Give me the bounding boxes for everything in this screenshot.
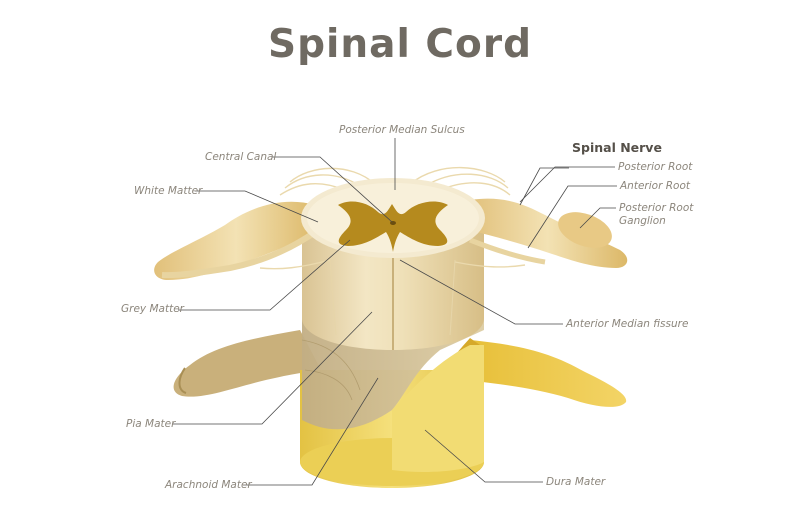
label-anterior-root: Anterior Root — [620, 180, 690, 192]
label-anterior-median-fissure: Anterior Median fissure — [566, 318, 689, 330]
label-pia-mater: Pia Mater — [126, 418, 176, 430]
right-spinal-nerve — [468, 198, 628, 268]
left-spinal-nerve — [154, 201, 320, 280]
diagram-title: Spinal Cord — [268, 22, 532, 67]
leader-white-matter — [195, 190, 319, 223]
leader-anterior-root — [527, 185, 617, 249]
cross-section — [301, 178, 485, 258]
central-canal — [390, 221, 396, 225]
leader-anterior-median-fissure — [399, 259, 563, 325]
label-posterior-root: Posterior Root — [618, 161, 693, 173]
leader-dura-mater — [424, 429, 543, 483]
dura-mater-flap — [392, 345, 484, 473]
label-posterior-root-ganglion-line1: Posterior Root — [619, 202, 694, 214]
label-white-matter: White Matter — [134, 185, 203, 197]
label-dura-mater: Dura Mater — [546, 476, 606, 488]
leader-arachnoid-mater — [243, 377, 379, 486]
grey-matter-region — [338, 201, 448, 252]
leader-pia-mater — [172, 311, 373, 425]
label-grey-matter: Grey Matter — [121, 303, 184, 315]
label-posterior-median-sulcus: Posterior Median Sulcus — [339, 124, 465, 136]
leader-spinal-nerve — [519, 167, 569, 206]
leader-grey-matter — [178, 239, 351, 311]
label-spinal-nerve: Spinal Nerve — [572, 140, 662, 155]
label-arachnoid-mater: Arachnoid Mater — [165, 479, 252, 491]
label-central-canal: Central Canal — [205, 151, 277, 163]
leader-posterior-root — [519, 166, 615, 203]
leader-lines — [172, 138, 617, 486]
lower-left-spinal-nerve — [173, 330, 320, 397]
leader-central-canal — [272, 156, 393, 223]
leader-posterior-root-ganglion — [579, 207, 616, 229]
label-posterior-root-ganglion-line2: Ganglion — [619, 215, 666, 227]
